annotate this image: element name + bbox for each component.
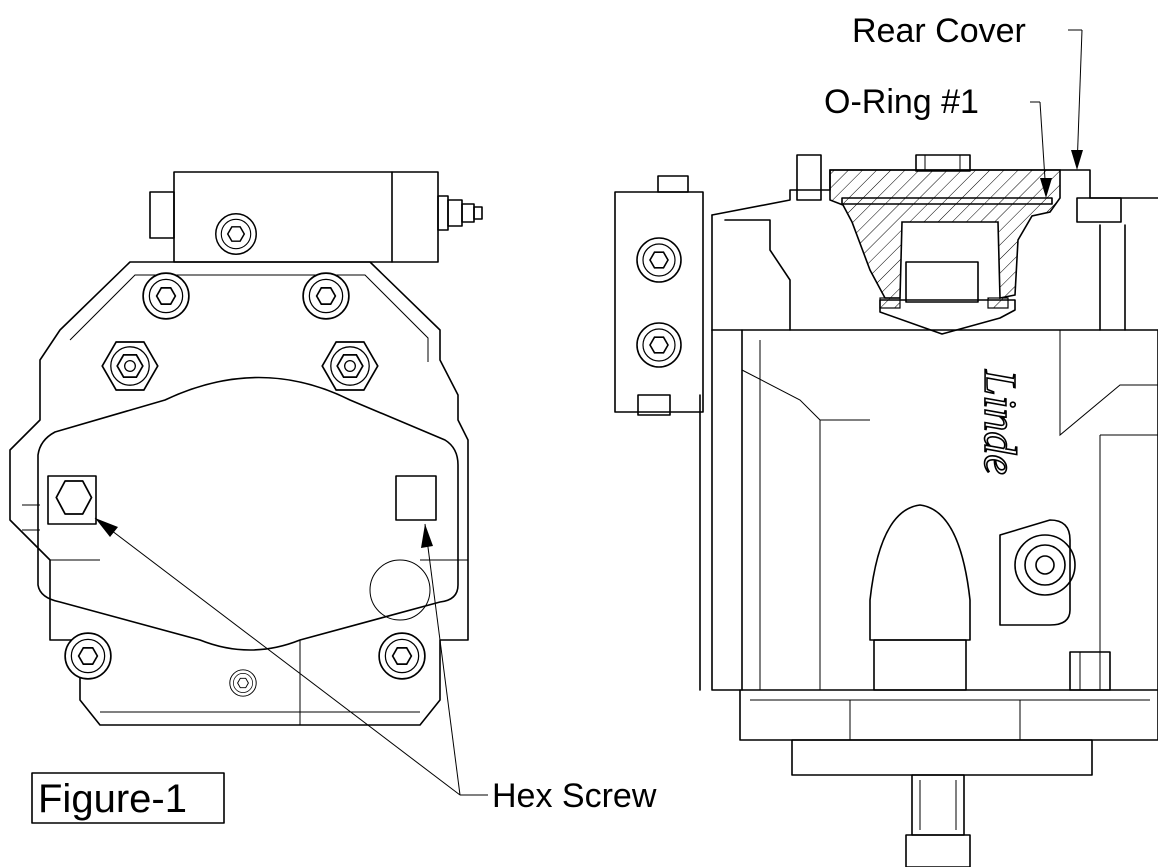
side-plug-icon [636, 322, 682, 368]
lock-nut-icon [321, 341, 379, 391]
o-ring-label: O-Ring #1 [824, 83, 979, 121]
valve-end-cap-left [149, 191, 175, 239]
side-valve-block [614, 191, 704, 413]
hex-screw-label: Hex Screw [492, 777, 657, 815]
mounting-flange [739, 689, 1158, 741]
small-plug-icon [229, 669, 257, 697]
valve-block [173, 171, 439, 263]
rear-cover-label: Rear Cover [852, 12, 1026, 50]
cover-bolt-icon [142, 272, 190, 320]
side-port-icon [1014, 534, 1076, 596]
lock-nut-icon [101, 341, 159, 391]
valve-plug-icon [215, 213, 257, 255]
base-bolt-icon [378, 632, 426, 680]
base-bolt-icon [64, 632, 112, 680]
top-label-leaders [1030, 29, 1083, 198]
cover-bolt-icon [302, 272, 350, 320]
hex-screw-leaders [94, 517, 488, 796]
rear-cover-section [829, 169, 1061, 299]
housing-outline [9, 261, 469, 726]
side-plug-icon [636, 237, 682, 283]
rear-cover-plate [37, 376, 459, 651]
pump-side-view: Linde [614, 154, 1158, 867]
hex-screw-left [55, 480, 93, 515]
figure-label-box [31, 772, 225, 824]
pump-end-view [9, 171, 483, 726]
shaft-nose [869, 504, 971, 641]
o-ring-groove [841, 197, 1053, 205]
figure-label: Figure-1 [38, 777, 187, 821]
brand-logo: Linde [975, 369, 1026, 475]
hex-screw-right [395, 475, 437, 521]
